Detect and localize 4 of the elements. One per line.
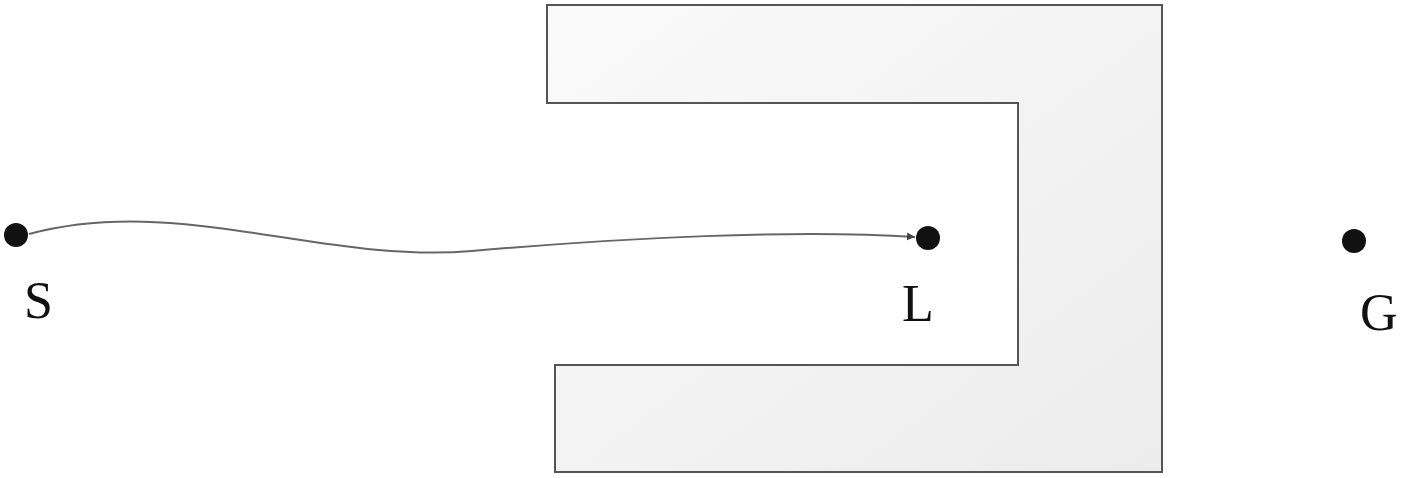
path-arrow xyxy=(28,220,916,254)
point-label: S xyxy=(24,275,53,327)
point-label: G xyxy=(1360,287,1398,339)
point-label: L xyxy=(902,278,934,330)
